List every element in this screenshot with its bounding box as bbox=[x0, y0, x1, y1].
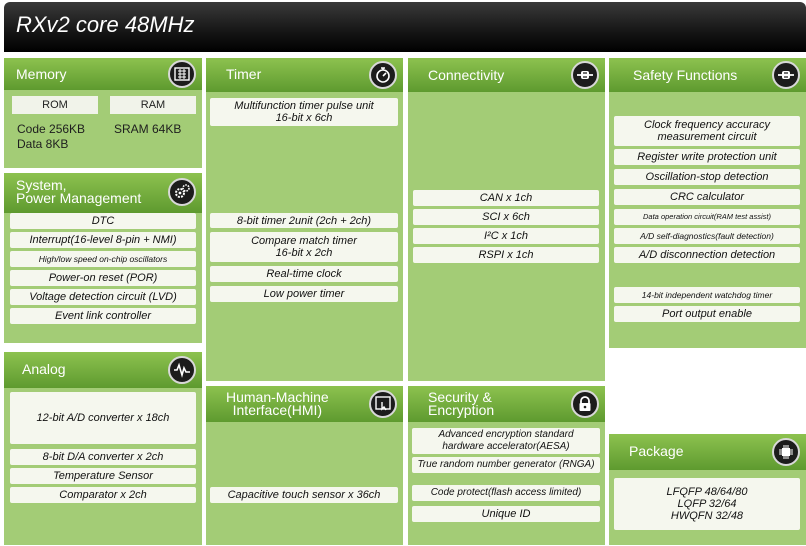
rom-data-size: Data 8KB bbox=[17, 137, 69, 151]
memory-header: Memory bbox=[4, 58, 202, 90]
watchdog-timer-item: 14-bit independent watchdog timer bbox=[614, 287, 800, 303]
ic-package-icon bbox=[772, 438, 800, 466]
system-title-line1: System, bbox=[16, 177, 67, 193]
data-operation-item: Data operation circuit(RAM test assist) bbox=[614, 209, 800, 225]
system-power-header: System, Power Management bbox=[4, 173, 202, 213]
gears-icon bbox=[168, 178, 196, 206]
comparator-item: Comparator x 2ch bbox=[10, 487, 196, 503]
lock-icon bbox=[571, 390, 599, 418]
code-protect-item: Code protect(flash access limited) bbox=[412, 485, 600, 501]
interrupt-item: Interrupt(16-level 8-pin + NMI) bbox=[10, 232, 196, 248]
rom-label: ROM bbox=[42, 99, 68, 111]
memory-chip-icon bbox=[168, 60, 196, 88]
package-header: Package bbox=[609, 434, 806, 470]
unique-id-item: Unique ID bbox=[412, 506, 600, 522]
security-title-line1: Security & bbox=[428, 389, 492, 405]
sci-item: SCI x 6ch bbox=[413, 209, 599, 225]
memory-panel: Memory ROM RAM Code 256KB Data 8KB SRAM … bbox=[4, 58, 202, 168]
analog-panel: Analog 12-bit A/D converter x 18ch 8-bit… bbox=[4, 352, 202, 545]
rspi-item: RSPI x 1ch bbox=[413, 247, 599, 263]
8bit-timer-item: 8-bit timer 2unit (2ch + 2ch) bbox=[210, 213, 398, 228]
hmi-title: Human-Machine Interface(HMI) bbox=[226, 389, 329, 418]
analog-title: Analog bbox=[22, 361, 66, 377]
clock-accuracy-line1: Clock frequency accuracy bbox=[644, 119, 770, 131]
ram-label: RAM bbox=[140, 99, 166, 111]
mtu-line1: Multifunction timer pulse unit bbox=[234, 100, 374, 112]
safety-panel: Safety Functions Clock frequency accurac… bbox=[609, 58, 806, 348]
oscillators-item: High/low speed on-chip oscillators bbox=[10, 251, 196, 267]
clock-accuracy-item: Clock frequency accuracy measurement cir… bbox=[614, 116, 800, 146]
cmt-line1: Compare match timer bbox=[251, 235, 357, 247]
mtu-line2: 16-bit x 6ch bbox=[275, 112, 333, 124]
aesa-item: Advanced encryption standard hardware ac… bbox=[412, 428, 600, 454]
lvd-item: Voltage detection circuit (LVD) bbox=[10, 289, 196, 305]
safety-title: Safety Functions bbox=[633, 67, 738, 83]
ram-header: RAM bbox=[110, 96, 196, 114]
crc-item: CRC calculator bbox=[614, 189, 800, 205]
timer-title: Timer bbox=[226, 66, 262, 82]
touch-screen-icon bbox=[369, 390, 397, 418]
system-power-title: System, Power Management bbox=[16, 177, 142, 206]
package-panel: Package LFQFP 48/64/80 LQFP 32/64 HWQFN … bbox=[609, 434, 806, 545]
event-link-item: Event link controller bbox=[10, 308, 196, 324]
security-title: Security & Encryption bbox=[428, 389, 495, 418]
package-lqfp: LQFP 32/64 bbox=[677, 498, 737, 510]
i2c-item: I²C x 1ch bbox=[413, 228, 599, 244]
package-title: Package bbox=[629, 443, 684, 459]
safety-header: Safety Functions bbox=[609, 58, 806, 92]
aesa-line1: Advanced encryption standard bbox=[438, 429, 574, 440]
ad-self-diagnostics-item: A/D self-diagnostics(fault detection) bbox=[614, 228, 800, 244]
rtc-item: Real-time clock bbox=[210, 266, 398, 282]
da-converter-item: 8-bit D/A converter x 2ch bbox=[10, 449, 196, 465]
osc-stop-detection-item: Oscillation-stop detection bbox=[614, 169, 800, 185]
por-item: Power-on reset (POR) bbox=[10, 270, 196, 286]
clock-accuracy-line2: measurement circuit bbox=[657, 131, 757, 143]
rom-code-size: Code 256KB bbox=[17, 122, 86, 136]
plug-icon bbox=[772, 61, 800, 89]
memory-title: Memory bbox=[16, 66, 67, 82]
timer-panel: Timer Multifunction timer pulse unit 16-… bbox=[206, 58, 403, 381]
hmi-title-line1: Human-Machine bbox=[226, 389, 329, 405]
register-protection-item: Register write protection unit bbox=[614, 149, 800, 165]
system-power-panel: System, Power Management DTC Interrupt(1… bbox=[4, 173, 202, 343]
connectivity-title: Connectivity bbox=[428, 67, 505, 83]
waveform-icon bbox=[168, 356, 196, 384]
aesa-line2: hardware accelerator(AESA) bbox=[442, 441, 570, 452]
ram-sram-size: SRAM 64KB bbox=[114, 122, 182, 136]
hmi-title-line2: Interface(HMI) bbox=[232, 402, 323, 418]
capacitive-touch-item: Capacitive touch sensor x 36ch bbox=[210, 487, 398, 503]
can-item: CAN x 1ch bbox=[413, 190, 599, 206]
security-header: Security & Encryption bbox=[408, 386, 605, 422]
connectivity-panel: Connectivity CAN x 1ch SCI x 6ch I²C x 1… bbox=[408, 58, 605, 381]
compare-match-timer-item: Compare match timer 16-bit x 2ch bbox=[210, 232, 398, 262]
temperature-sensor-item: Temperature Sensor bbox=[10, 468, 196, 484]
timer-header: Timer bbox=[206, 58, 403, 92]
port-output-enable-item: Port output enable bbox=[614, 306, 800, 322]
package-hwqfn: HWQFN 32/48 bbox=[670, 510, 744, 522]
rnga-item: True random number generator (RNGA) bbox=[412, 457, 600, 473]
ad-converter-item: 12-bit A/D converter x 18ch bbox=[10, 392, 196, 444]
top-bar: RXv2 core 48MHz bbox=[4, 2, 806, 52]
ad-disconnection-item: A/D disconnection detection bbox=[614, 247, 800, 263]
connectivity-header: Connectivity bbox=[408, 58, 605, 92]
low-power-timer-item: Low power timer bbox=[210, 286, 398, 302]
core-title: RXv2 core 48MHz bbox=[16, 12, 195, 37]
hmi-header: Human-Machine Interface(HMI) bbox=[206, 386, 403, 422]
security-title-line2: Encryption bbox=[428, 402, 495, 418]
system-title-line2: Power Management bbox=[16, 190, 142, 206]
package-lfqfp: LFQFP 48/64/80 bbox=[666, 486, 748, 498]
cmt-line2: 16-bit x 2ch bbox=[275, 247, 333, 259]
mtu-item: Multifunction timer pulse unit 16-bit x … bbox=[210, 98, 398, 126]
plug-icon bbox=[571, 61, 599, 89]
package-list: LFQFP 48/64/80 LQFP 32/64 HWQFN 32/48 bbox=[614, 478, 800, 530]
analog-header: Analog bbox=[4, 352, 202, 388]
hmi-panel: Human-Machine Interface(HMI) Capacitive … bbox=[206, 386, 403, 545]
rom-header: ROM bbox=[12, 96, 98, 114]
dtc-item: DTC bbox=[10, 213, 196, 229]
security-panel: Security & Encryption Advanced encryptio… bbox=[408, 386, 605, 545]
stopwatch-icon bbox=[369, 61, 397, 89]
